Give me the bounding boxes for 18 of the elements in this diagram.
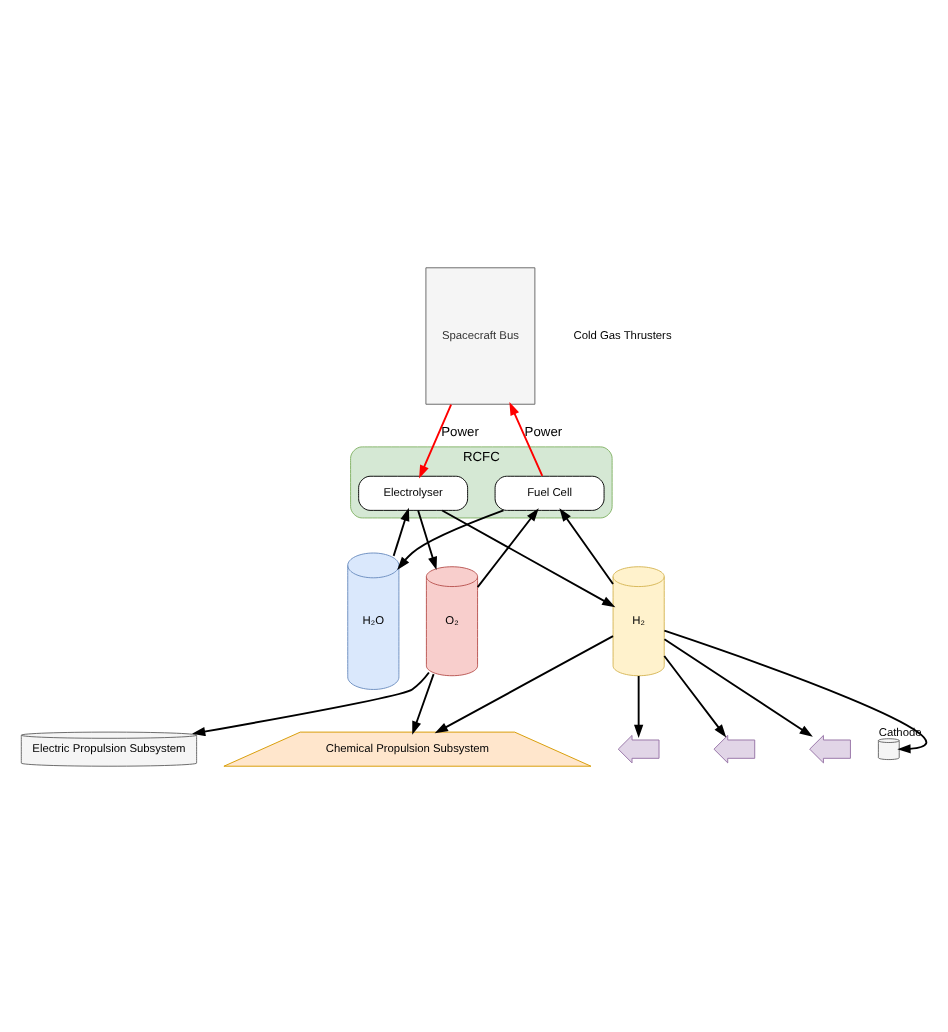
node-thruster bbox=[713, 733, 756, 763]
arrow bbox=[417, 508, 438, 570]
arrow bbox=[392, 506, 410, 556]
arrow bbox=[476, 507, 539, 588]
node-thruster bbox=[617, 733, 660, 763]
arrow bbox=[509, 401, 544, 476]
arrow bbox=[434, 634, 614, 733]
arrow bbox=[634, 674, 644, 738]
arrow bbox=[419, 402, 453, 478]
arrow bbox=[663, 637, 813, 736]
arrow bbox=[192, 670, 430, 736]
arrow bbox=[441, 508, 616, 607]
arrow bbox=[663, 628, 927, 753]
arrow bbox=[663, 654, 727, 737]
node-thruster bbox=[809, 733, 851, 763]
arrow bbox=[559, 507, 614, 584]
arrow bbox=[412, 672, 435, 734]
arrow bbox=[397, 508, 505, 569]
